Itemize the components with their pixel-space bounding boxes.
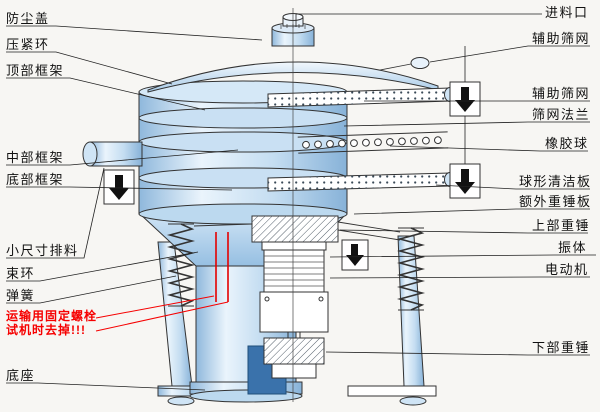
label-rubber-ball: 橡胶球	[545, 136, 589, 151]
label-spring: 弹簧	[6, 288, 36, 303]
transport-bolts	[215, 232, 229, 302]
label-warning-line2: 试机时去掉!!!	[6, 323, 86, 337]
flow-arrows	[103, 81, 481, 271]
label-vibrating-body: 振体	[558, 240, 588, 255]
frame-stack	[138, 80, 348, 225]
springs	[166, 223, 426, 311]
label-aux-screen-1: 辅助筛网	[532, 31, 591, 46]
label-clamp-ring: 压紧环	[6, 37, 50, 52]
label-ball-cleaning-plate: 球形清洁板	[519, 174, 592, 189]
label-screen-flange: 筛网法兰	[532, 107, 591, 122]
label-warning-line1: 运输用固定螺栓	[6, 309, 98, 323]
label-small-discharge: 小尺寸排料	[6, 243, 79, 258]
label-aux-screen-2: 辅助筛网	[532, 86, 591, 101]
label-feed-inlet: 进料口	[545, 5, 589, 20]
warning-leader-lines	[95, 295, 229, 332]
label-motor: 电动机	[545, 262, 589, 277]
discharge-spout	[82, 141, 143, 167]
motor-assembly	[193, 215, 401, 379]
label-top-frame: 顶部框架	[6, 63, 65, 78]
label-bundle-ring: 束环	[6, 266, 36, 281]
label-bottom-frame: 底部框架	[6, 172, 65, 187]
label-middle-frame: 中部框架	[6, 150, 65, 165]
rubber-ball-deck	[297, 131, 449, 154]
label-lower-weight: 下部重锤	[532, 340, 591, 355]
leader-lines	[6, 13, 596, 391]
label-base: 底座	[6, 368, 36, 383]
label-dust-cover: 防尘盖	[6, 11, 50, 26]
label-extra-weight-plate: 额外重锤板	[519, 194, 592, 209]
label-upper-weight: 上部重锤	[532, 218, 591, 233]
